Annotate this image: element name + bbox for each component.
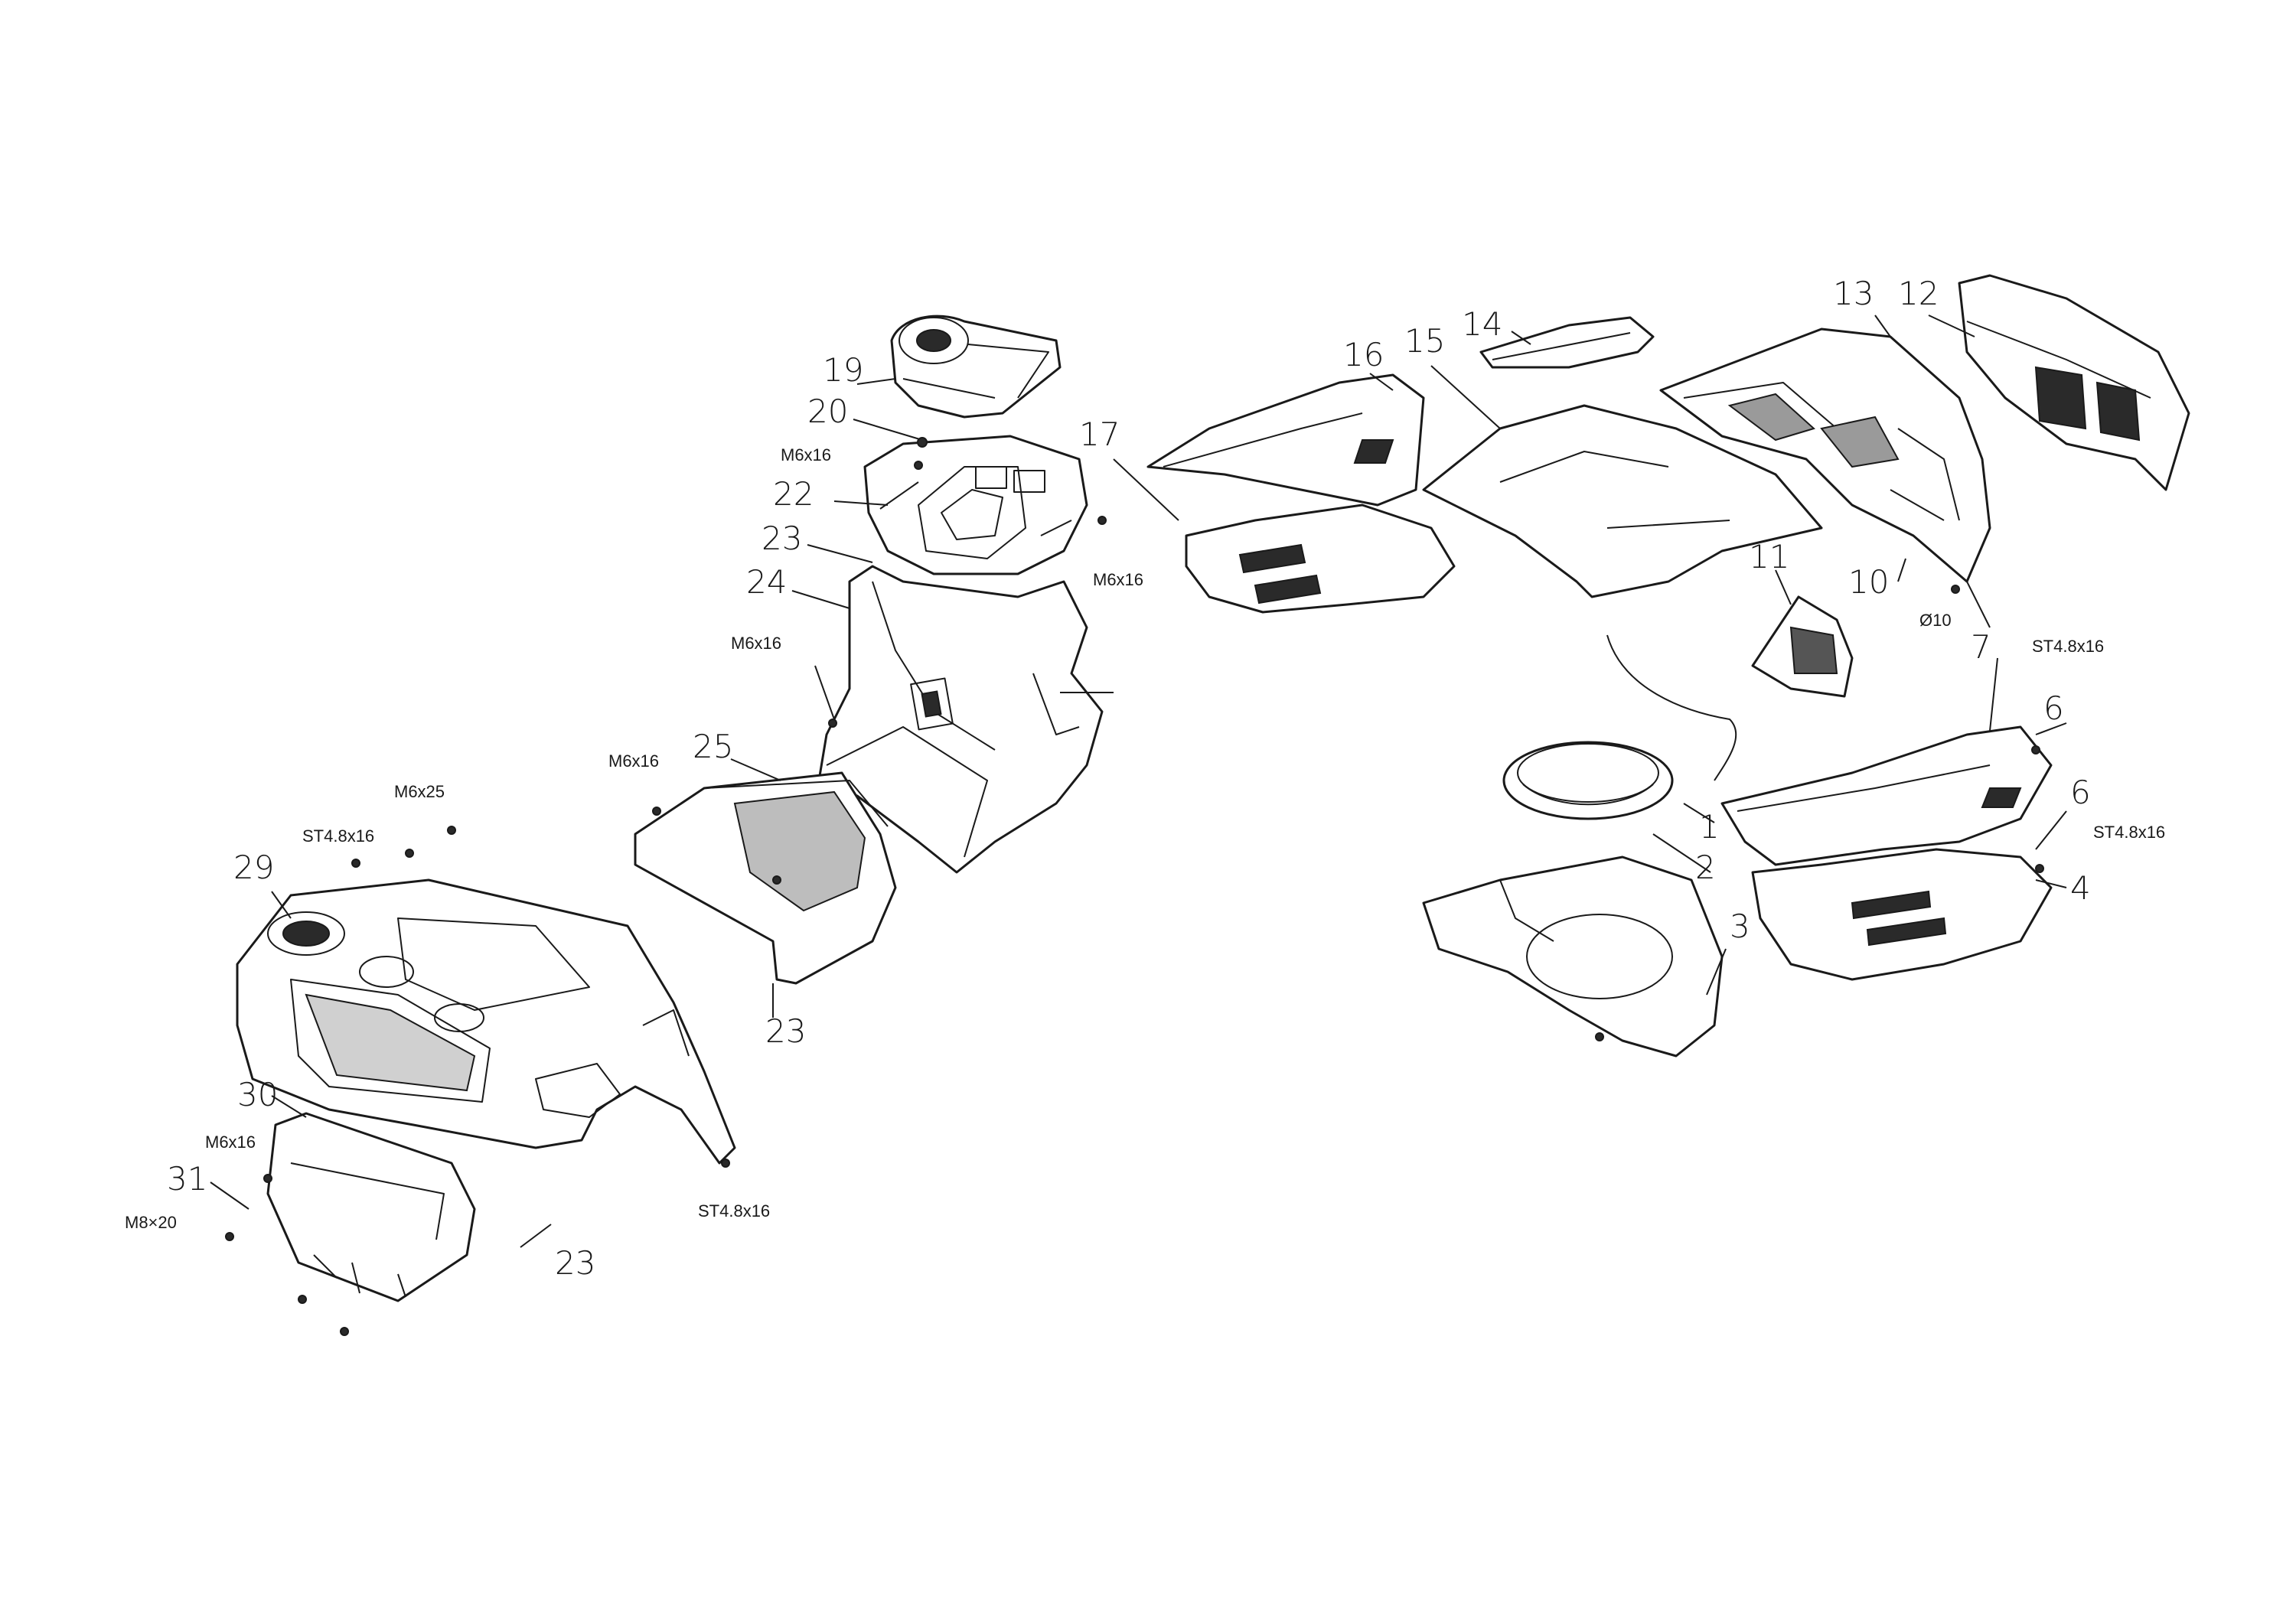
spec-m6x16-tunnel: M6x16 — [731, 634, 781, 653]
part-4-right-lower-panel — [1751, 848, 2053, 981]
part-1-cable — [1606, 634, 1737, 781]
part-15-front-floor-panel — [1422, 404, 1823, 598]
spec-diameter-10: Ø10 — [1919, 611, 1952, 630]
fastener-spec-labels: M6x16 M6x16 M6x16 M6x16 M6x16 M6x25 ST4.… — [125, 445, 2165, 1232]
part-22-console-top-panel — [863, 435, 1088, 575]
label-part-13: 13 — [1833, 275, 1874, 312]
part-number-labels: 1 2 3 4 6 6 7 10 11 12 13 14 15 16 17 19… — [167, 275, 2091, 1282]
label-part-2: 2 — [1695, 849, 1716, 886]
part-7-right-side-panel — [1720, 725, 2053, 866]
label-part-11: 11 — [1749, 538, 1789, 575]
label-part-14: 14 — [1462, 305, 1502, 343]
label-part-1: 1 — [1699, 808, 1720, 846]
label-part-3: 3 — [1730, 908, 1750, 945]
label-part-16: 16 — [1343, 336, 1384, 373]
part-11-reflector — [1751, 595, 1854, 698]
spec-st48x16-side-upper: ST4.8x16 — [2032, 637, 2104, 656]
label-part-6-lower: 6 — [2070, 774, 2091, 811]
label-part-25: 25 — [693, 728, 733, 765]
leader-lines — [210, 314, 2067, 1248]
spec-m8x20: M8×20 — [125, 1213, 177, 1232]
part-19-shift-boot — [890, 314, 1062, 419]
label-part-15: 15 — [1404, 322, 1445, 360]
label-part-17: 17 — [1079, 416, 1120, 453]
spec-m6x25: M6x25 — [394, 782, 445, 801]
label-part-19: 19 — [823, 351, 863, 389]
part-2-bowl — [1502, 741, 1674, 820]
spec-m6x16-console-left: M6x16 — [781, 445, 831, 464]
spec-m6x16-cover: M6x16 — [608, 751, 659, 771]
part-29-rear-fender — [236, 878, 736, 1165]
label-part-20: 20 — [807, 393, 848, 430]
part-12-front-bumper — [1958, 274, 2190, 491]
label-part-24: 24 — [746, 563, 787, 601]
part-3-fender-well — [1422, 855, 1724, 1058]
part-16-left-side-panel — [1146, 373, 1425, 507]
label-part-31: 31 — [167, 1160, 207, 1198]
spec-st48x16-side-lower: ST4.8x16 — [2093, 823, 2165, 842]
label-part-10: 10 — [1848, 563, 1889, 601]
spec-m6x16-skid: M6x16 — [205, 1133, 256, 1152]
part-30-rear-skid-plate — [266, 1112, 476, 1302]
label-part-22: 22 — [773, 475, 814, 513]
spec-m6x16-console-right: M6x16 — [1093, 570, 1143, 589]
label-part-30: 30 — [237, 1076, 278, 1113]
spec-st48x16-fender-rear: ST4.8x16 — [698, 1201, 770, 1221]
label-part-23-upper: 23 — [762, 520, 802, 557]
label-part-23-middle: 23 — [765, 1012, 806, 1050]
label-part-6-upper: 6 — [2043, 689, 2064, 727]
label-part-7: 7 — [1971, 628, 1991, 666]
label-part-4: 4 — [2070, 869, 2091, 907]
part-24-center-tunnel — [817, 565, 1114, 874]
part-13-front-fender — [1659, 328, 1991, 583]
fasteners — [225, 437, 2044, 1336]
part-17-left-lower-panel — [1185, 504, 1456, 614]
part-14-trim-strip — [1479, 316, 1655, 369]
label-part-29: 29 — [233, 849, 274, 886]
label-part-23-lower: 23 — [555, 1244, 595, 1282]
spec-st48x16-fender: ST4.8x16 — [302, 826, 374, 846]
label-part-12: 12 — [1898, 275, 1939, 312]
part-25-console-cover — [634, 771, 897, 985]
